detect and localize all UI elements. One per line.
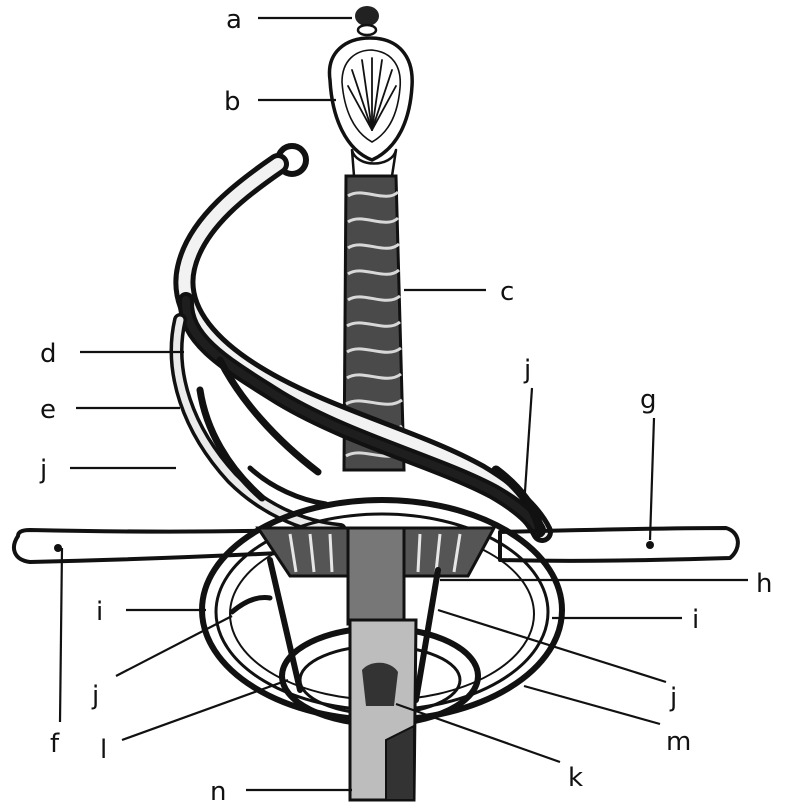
pommel-button <box>355 6 379 35</box>
label-j-upper-right: j <box>523 355 531 385</box>
label-b: b <box>224 87 241 117</box>
label-k: k <box>568 763 583 793</box>
label-i-right: i <box>692 605 699 635</box>
label-n: n <box>210 777 226 807</box>
label-c: c <box>500 277 514 307</box>
label-a: a <box>226 5 242 35</box>
label-f: f <box>50 729 60 759</box>
pommel <box>329 38 412 181</box>
label-j-lower-right: j <box>669 683 677 713</box>
label-e: e <box>40 395 56 425</box>
label-m: m <box>666 727 691 757</box>
sword-hilt-illustration <box>14 6 738 800</box>
label-g: g <box>640 385 657 415</box>
label-i-left: i <box>96 597 103 627</box>
label-l: l <box>100 735 107 765</box>
blade <box>350 620 416 800</box>
label-j-upper-left: j <box>39 455 47 485</box>
label-h: h <box>756 569 772 599</box>
label-j-lower-left: j <box>91 681 99 711</box>
label-d: d <box>40 339 57 369</box>
ricasso-block <box>258 528 494 624</box>
